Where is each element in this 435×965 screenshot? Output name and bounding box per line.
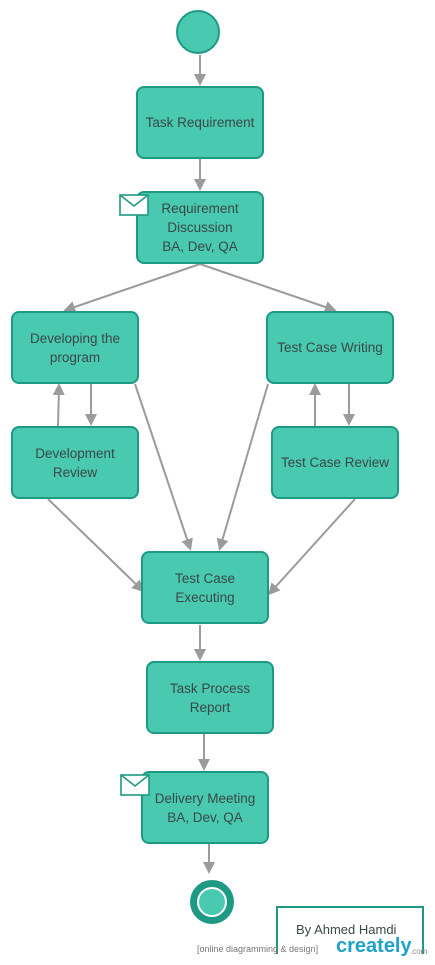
- node-test-case-writing[interactable]: Test Case Writing: [266, 311, 394, 384]
- connector-dev-review-to-developing: [52, 383, 65, 427]
- node-development-review-label: Development Review: [35, 445, 115, 480]
- connector-dev-review-to-executing: [47, 498, 145, 593]
- node-delivery-meeting-label: Delivery Meeting BA, Dev, QA: [154, 790, 256, 825]
- end-node-inner: [197, 887, 227, 917]
- credit-domain: .com: [410, 947, 428, 956]
- node-requirement-discussion-label: Requirement Discussion BA, Dev, QA: [161, 201, 239, 254]
- node-test-case-executing[interactable]: Test Case Executing: [141, 551, 269, 624]
- node-delivery-meeting[interactable]: Delivery Meeting BA, Dev, QA: [141, 771, 269, 844]
- node-test-case-review[interactable]: Test Case Review: [271, 426, 399, 499]
- creately-logo[interactable]: creately: [336, 935, 412, 957]
- node-developing-program[interactable]: Developing the program: [11, 311, 139, 384]
- connector-test-review-to-executing: [267, 498, 356, 596]
- credit-box: [276, 906, 424, 954]
- node-development-review[interactable]: Development Review: [11, 426, 139, 499]
- connector-developing-to-executing: [134, 383, 193, 551]
- connector-test-writing-to-executing: [216, 383, 269, 551]
- envelope-icon: [119, 194, 149, 216]
- credit-author: By Ahmed Hamdi: [296, 922, 397, 937]
- node-task-process-report[interactable]: Task Process Report: [146, 661, 274, 734]
- connector-discussion-to-developing: [63, 263, 201, 313]
- node-task-requirement-label: Task Requirement: [145, 115, 255, 130]
- node-test-case-writing-label: Test Case Writing: [277, 340, 383, 355]
- node-requirement-discussion[interactable]: Requirement Discussion BA, Dev, QA: [136, 191, 264, 264]
- node-test-case-review-label: Test Case Review: [280, 455, 390, 470]
- node-developing-program-label: Developing the program: [29, 330, 121, 365]
- node-task-requirement[interactable]: Task Requirement: [136, 86, 264, 159]
- credit-tagline: [online diagramming & design]: [197, 944, 319, 954]
- envelope-icon: [120, 774, 150, 796]
- node-test-case-executing-label: Test Case Executing: [174, 570, 236, 605]
- start-node: [176, 10, 220, 54]
- node-task-process-report-label: Task Process Report: [169, 680, 251, 715]
- connector-discussion-to-test-writing: [199, 263, 337, 313]
